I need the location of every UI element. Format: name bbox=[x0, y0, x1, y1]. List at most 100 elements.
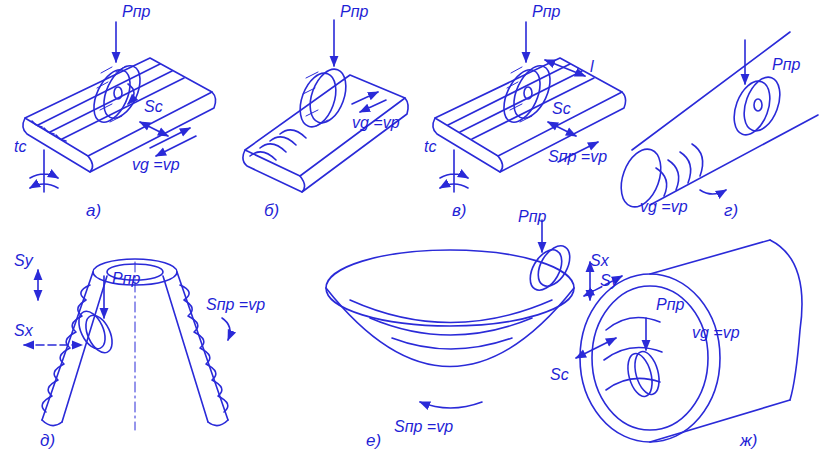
parameter-label: Sпр =vр bbox=[394, 418, 453, 436]
roller-e-part bbox=[24, 344, 82, 346]
flat-workpiece-b bbox=[243, 75, 408, 192]
parameter-label: Sс bbox=[144, 98, 163, 116]
parameter-label: Sпр =vр bbox=[206, 296, 265, 314]
conical-shell-part bbox=[135, 262, 136, 430]
cylinder-workpiece-part bbox=[592, 286, 708, 430]
bowl-workpiece-part bbox=[350, 300, 552, 349]
parameter-label: vg =vр bbox=[692, 324, 740, 342]
conical-workpiece bbox=[614, 32, 818, 212]
motion-arrows-c-part bbox=[440, 184, 468, 188]
roller-b-part bbox=[303, 72, 328, 126]
flat-workpiece-b-part bbox=[250, 130, 306, 160]
roller-a-part bbox=[97, 66, 126, 122]
conical-workpiece-part bbox=[656, 144, 703, 196]
parameter-label: Pпр bbox=[532, 3, 560, 21]
flat-workpiece-a-part bbox=[38, 64, 184, 139]
roller-f bbox=[524, 220, 590, 300]
roller-a-part bbox=[114, 87, 122, 99]
conical-shell-part bbox=[42, 285, 90, 412]
parameter-label: Sс bbox=[552, 100, 571, 118]
parameter-label: Sy bbox=[600, 272, 619, 290]
bowl-workpiece bbox=[326, 250, 574, 408]
parameter-label: Sx bbox=[590, 252, 609, 270]
parameter-label: Sy bbox=[14, 252, 33, 270]
motion-arrows-a-part bbox=[30, 184, 58, 188]
figure-caption: г) bbox=[724, 202, 738, 220]
parameter-label: Sс bbox=[550, 366, 569, 384]
parameter-label: Pпр bbox=[340, 3, 368, 21]
parameter-label: Pпр bbox=[656, 296, 684, 314]
roller-c-part bbox=[507, 60, 558, 123]
roller-b-part bbox=[333, 20, 335, 66]
roller-e-part bbox=[74, 307, 111, 353]
flat-workpiece-a-part bbox=[23, 118, 93, 172]
cylinder-workpiece-part bbox=[580, 274, 720, 442]
parameter-label: Pпр bbox=[518, 208, 546, 226]
roller-d-part bbox=[744, 40, 746, 84]
flat-workpiece-b-part bbox=[245, 75, 405, 176]
figure-caption: а) bbox=[86, 202, 101, 220]
parameter-label: Pпр bbox=[112, 270, 140, 288]
motion-arrows-a-part bbox=[156, 136, 196, 156]
roller-b-part bbox=[303, 64, 352, 128]
flat-workpiece-a-part bbox=[25, 58, 212, 156]
bowl-workpiece-part bbox=[326, 288, 574, 367]
roller-c-part bbox=[524, 87, 532, 99]
roller-c bbox=[497, 60, 558, 127]
flat-workpiece-c-part bbox=[448, 64, 594, 139]
roller-e-part bbox=[103, 276, 105, 318]
motion-arrows-c-part bbox=[545, 60, 585, 76]
figure-caption: ж) bbox=[740, 432, 757, 450]
roller-a bbox=[87, 60, 148, 127]
flat-workpiece-c bbox=[433, 58, 626, 172]
parameter-label: vg =vр bbox=[352, 114, 400, 132]
roller-b-part bbox=[360, 100, 386, 112]
figure-caption: е) bbox=[366, 432, 381, 450]
flat-workpiece-c-part bbox=[435, 58, 622, 156]
roller-d-part bbox=[700, 190, 726, 194]
roller-f-part bbox=[532, 240, 577, 291]
motion-arrows-c-part bbox=[525, 22, 527, 62]
roller-a-part bbox=[128, 84, 134, 104]
roller-b-part bbox=[352, 92, 378, 104]
figure-caption: б) bbox=[264, 202, 279, 220]
flat-workpiece-c-part bbox=[433, 118, 503, 172]
flat-workpiece-c-part bbox=[500, 92, 626, 172]
bowl-workpiece-part bbox=[420, 402, 482, 408]
roller-g-part bbox=[631, 349, 664, 397]
cylinder-workpiece-part bbox=[770, 240, 802, 400]
parameter-label: vg =vр bbox=[132, 156, 180, 174]
roller-e-part bbox=[81, 311, 118, 357]
flat-workpiece-b-part bbox=[302, 98, 408, 192]
conical-workpiece-part bbox=[650, 115, 818, 205]
cylinder-workpiece bbox=[580, 240, 802, 442]
parameter-label: tс bbox=[14, 138, 26, 156]
roller-a-part bbox=[97, 60, 148, 123]
roller-e-part bbox=[37, 270, 39, 300]
roller-f-part bbox=[524, 244, 569, 295]
roller-g bbox=[576, 276, 663, 399]
parameter-label: Sx bbox=[14, 322, 33, 340]
roller-d-part bbox=[754, 99, 762, 111]
motion-arrows-a bbox=[30, 22, 196, 192]
motion-arrows-a-part bbox=[150, 128, 190, 148]
parameter-label: vg =vр bbox=[640, 198, 688, 216]
motion-arrows-c-part bbox=[548, 122, 576, 136]
roller-c-part bbox=[507, 67, 532, 122]
motion-arrows-a-part bbox=[30, 150, 58, 192]
flat-workpiece-a-part bbox=[32, 121, 66, 141]
motion-arrows-a-part bbox=[140, 122, 168, 136]
roller-g-part bbox=[576, 338, 616, 358]
cylinder-workpiece-part bbox=[650, 240, 790, 442]
parameter-label: l bbox=[590, 58, 594, 76]
motion-arrows-c-part bbox=[440, 150, 468, 192]
roller-e-part bbox=[222, 318, 230, 340]
motion-arrows-a-part bbox=[115, 22, 117, 62]
roller-g-part bbox=[645, 318, 647, 350]
figure-caption: в) bbox=[452, 202, 467, 220]
flat-workpiece-b-part bbox=[243, 150, 305, 192]
parameter-label: Pпр bbox=[122, 3, 150, 21]
conical-shell bbox=[42, 259, 228, 430]
